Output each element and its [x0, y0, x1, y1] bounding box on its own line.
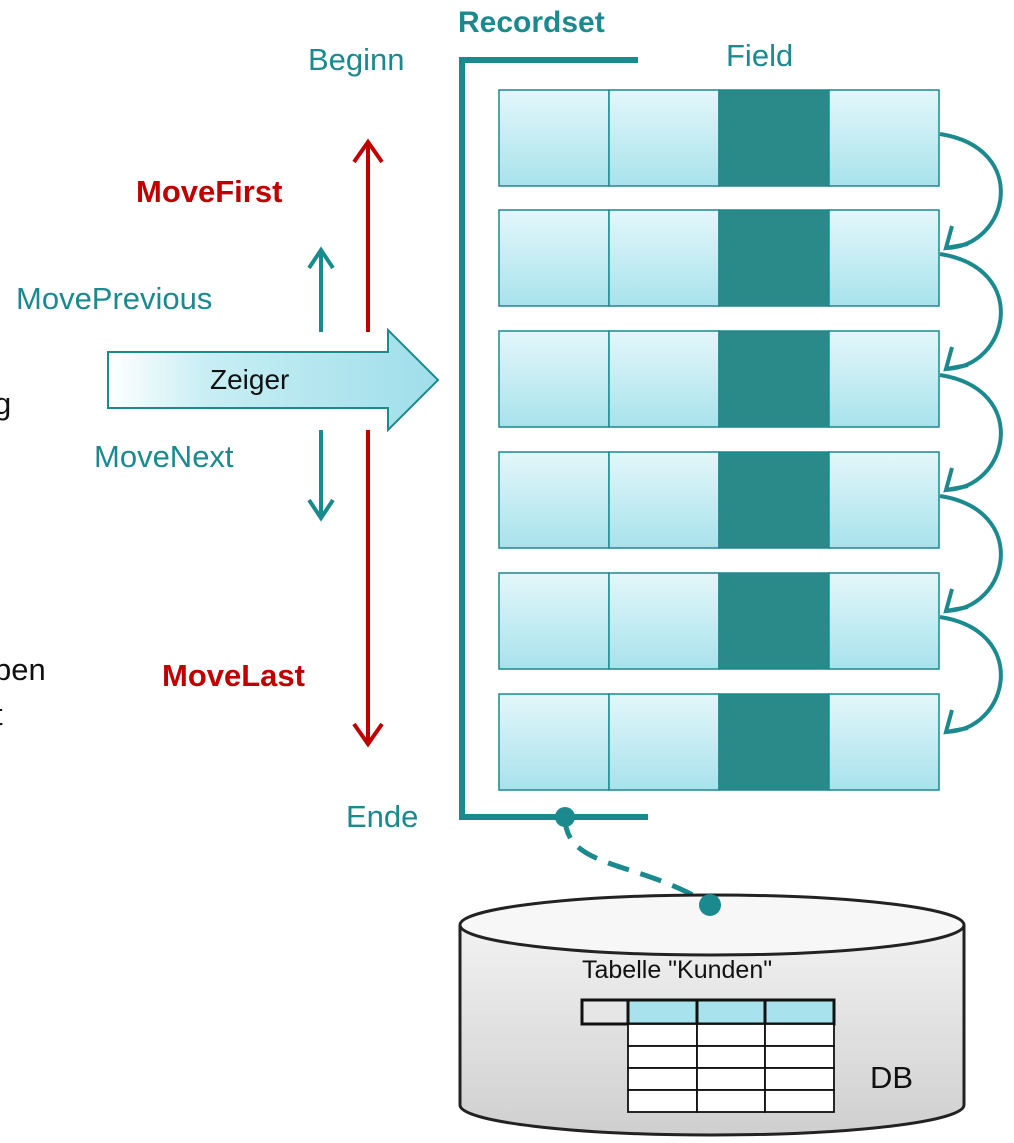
record-field — [828, 89, 940, 187]
edge-text-1: g — [0, 386, 12, 421]
database-connector-dot — [699, 894, 721, 916]
record-field — [608, 693, 720, 791]
table-cell — [696, 1023, 766, 1047]
record-link-curve — [939, 615, 1003, 734]
record-link-arrowhead — [943, 346, 969, 372]
edge-text-3: t — [0, 697, 3, 733]
record-field — [498, 330, 610, 428]
table-row-header-cell — [580, 998, 630, 1026]
begin-label: Beginn — [308, 42, 405, 77]
recordset-title: Recordset — [458, 6, 605, 39]
table-cell — [764, 1089, 835, 1113]
edge-text-2: ben — [0, 652, 46, 687]
record-field — [608, 89, 720, 187]
record-field-highlighted — [718, 693, 830, 791]
table-cell — [696, 1089, 766, 1113]
dashed-connector — [562, 816, 712, 908]
customer-table — [580, 998, 836, 1113]
table-name-label: Tabelle "Kunden" — [582, 956, 773, 984]
record-field — [828, 451, 940, 549]
database-label: DB — [870, 1060, 914, 1095]
record-link-curve — [939, 494, 1003, 613]
record-row — [498, 89, 940, 187]
table-column-header — [626, 998, 699, 1026]
table-column-header — [763, 998, 836, 1026]
record-row — [498, 451, 940, 549]
record-row — [498, 209, 940, 307]
table-cell — [764, 1067, 835, 1091]
move-last-arrow — [352, 430, 384, 748]
field-label: Field — [726, 38, 794, 73]
table-cell — [627, 1089, 698, 1113]
record-field — [828, 209, 940, 307]
record-field — [498, 693, 610, 791]
record-link-arrowhead — [943, 467, 969, 493]
record-field-highlighted — [718, 451, 830, 549]
record-rows — [498, 89, 940, 791]
table-column-header — [695, 998, 767, 1026]
move-first-arrow — [352, 138, 384, 332]
record-row — [498, 572, 940, 670]
record-field — [828, 572, 940, 670]
table-cell — [764, 1023, 835, 1047]
record-links — [939, 132, 1003, 735]
record-field — [608, 451, 720, 549]
record-row — [498, 330, 940, 428]
record-link-curve — [939, 373, 1003, 492]
table-cell — [627, 1023, 698, 1047]
record-link-arrowhead — [943, 225, 969, 251]
record-field-highlighted — [718, 209, 830, 307]
record-field-highlighted — [718, 330, 830, 428]
move-next-label: MoveNext — [94, 439, 234, 474]
table-cell — [627, 1067, 698, 1091]
move-next-arrow — [307, 430, 335, 522]
record-link-arrowhead — [943, 588, 969, 614]
move-last-label: MoveLast — [162, 658, 305, 693]
record-field — [498, 89, 610, 187]
record-link-arrowhead — [943, 709, 969, 735]
record-link-curve — [939, 252, 1003, 371]
record-field — [608, 572, 720, 670]
move-first-label: MoveFirst — [136, 174, 283, 209]
table-cell — [627, 1045, 698, 1069]
record-row — [498, 693, 940, 791]
record-field — [498, 572, 610, 670]
record-field — [608, 209, 720, 307]
move-previous-arrow — [307, 246, 335, 332]
record-field — [498, 209, 610, 307]
pointer-arrow — [107, 327, 440, 433]
record-field — [828, 693, 940, 791]
table-cell — [696, 1045, 766, 1069]
pointer-label: Zeiger — [210, 364, 290, 395]
end-label: Ende — [346, 799, 419, 834]
record-field — [608, 330, 720, 428]
record-field — [498, 451, 610, 549]
table-cell — [696, 1067, 766, 1091]
record-field — [828, 330, 940, 428]
table-cell — [764, 1045, 835, 1069]
move-previous-label: MovePrevious — [16, 281, 213, 316]
record-field-highlighted — [718, 89, 830, 187]
record-field-highlighted — [718, 572, 830, 670]
